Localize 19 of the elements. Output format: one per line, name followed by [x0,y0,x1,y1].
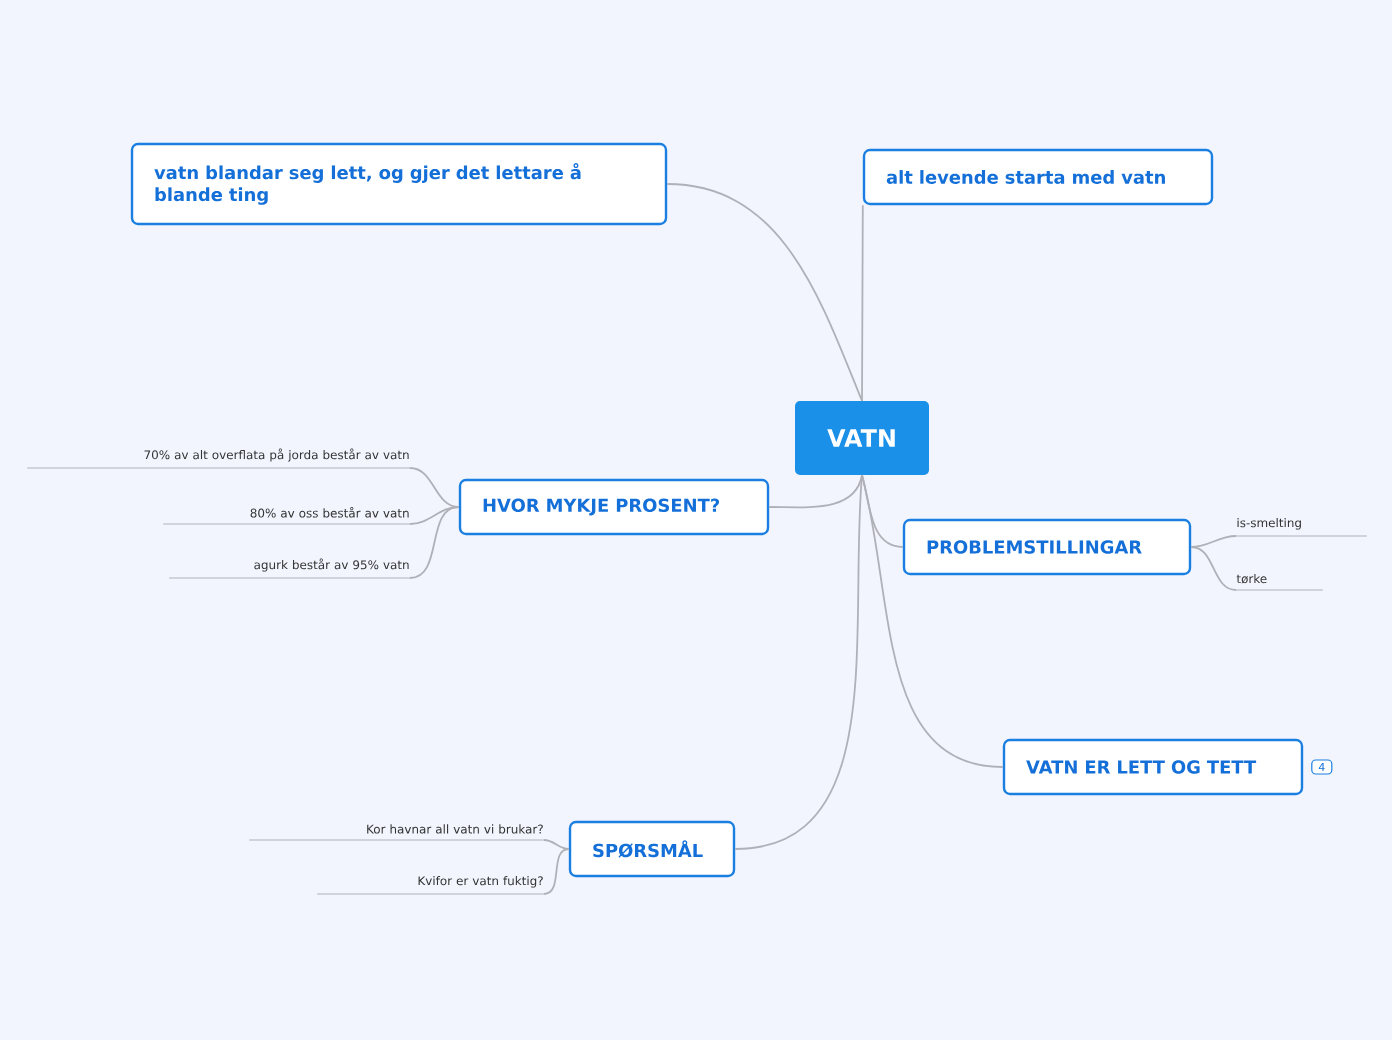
subtopic-box: PROBLEMSTILLINGAR [902,518,1192,576]
subtopic-box: alt levende starta med vatn [862,148,1214,206]
connector [768,474,863,509]
connector [543,848,570,895]
connector [861,204,864,402]
subtopic-box: vatn blandar seg lett, og gjer det lettare å blande ting [130,142,668,226]
connector [409,467,460,508]
subtopic-box: VATN ER LETT OG TETT [1002,738,1304,796]
topic-box: VATN [795,401,929,475]
subtopic-box: SPØRSMÅL [568,820,736,878]
connector [543,839,570,850]
connector [1190,546,1237,591]
connector [861,474,1004,768]
connector [666,183,863,402]
connector [409,506,460,579]
connector [1190,535,1237,548]
subtopic-box: HVOR MYKJE PROSENT? [458,478,770,536]
connector [734,474,863,850]
connector [409,506,460,525]
